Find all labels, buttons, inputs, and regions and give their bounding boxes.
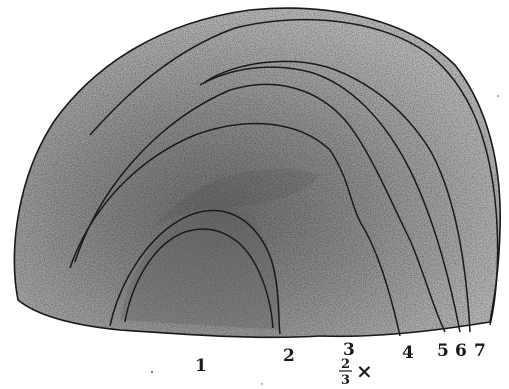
ring-label-7: 7 [474,341,486,361]
scale-multiplier: × [356,359,373,383]
ring-label-6: 6 [455,341,467,361]
scale-denominator: 3 [341,373,350,388]
ring-label-1: 1 [195,356,207,376]
scale-annotation: 2 3 × [339,357,373,388]
ring-label-2: 2 [283,346,295,366]
ring-label-4: 4 [402,343,414,363]
scale-numerator: 2 [341,357,350,372]
ring-label-5: 5 [437,341,449,361]
